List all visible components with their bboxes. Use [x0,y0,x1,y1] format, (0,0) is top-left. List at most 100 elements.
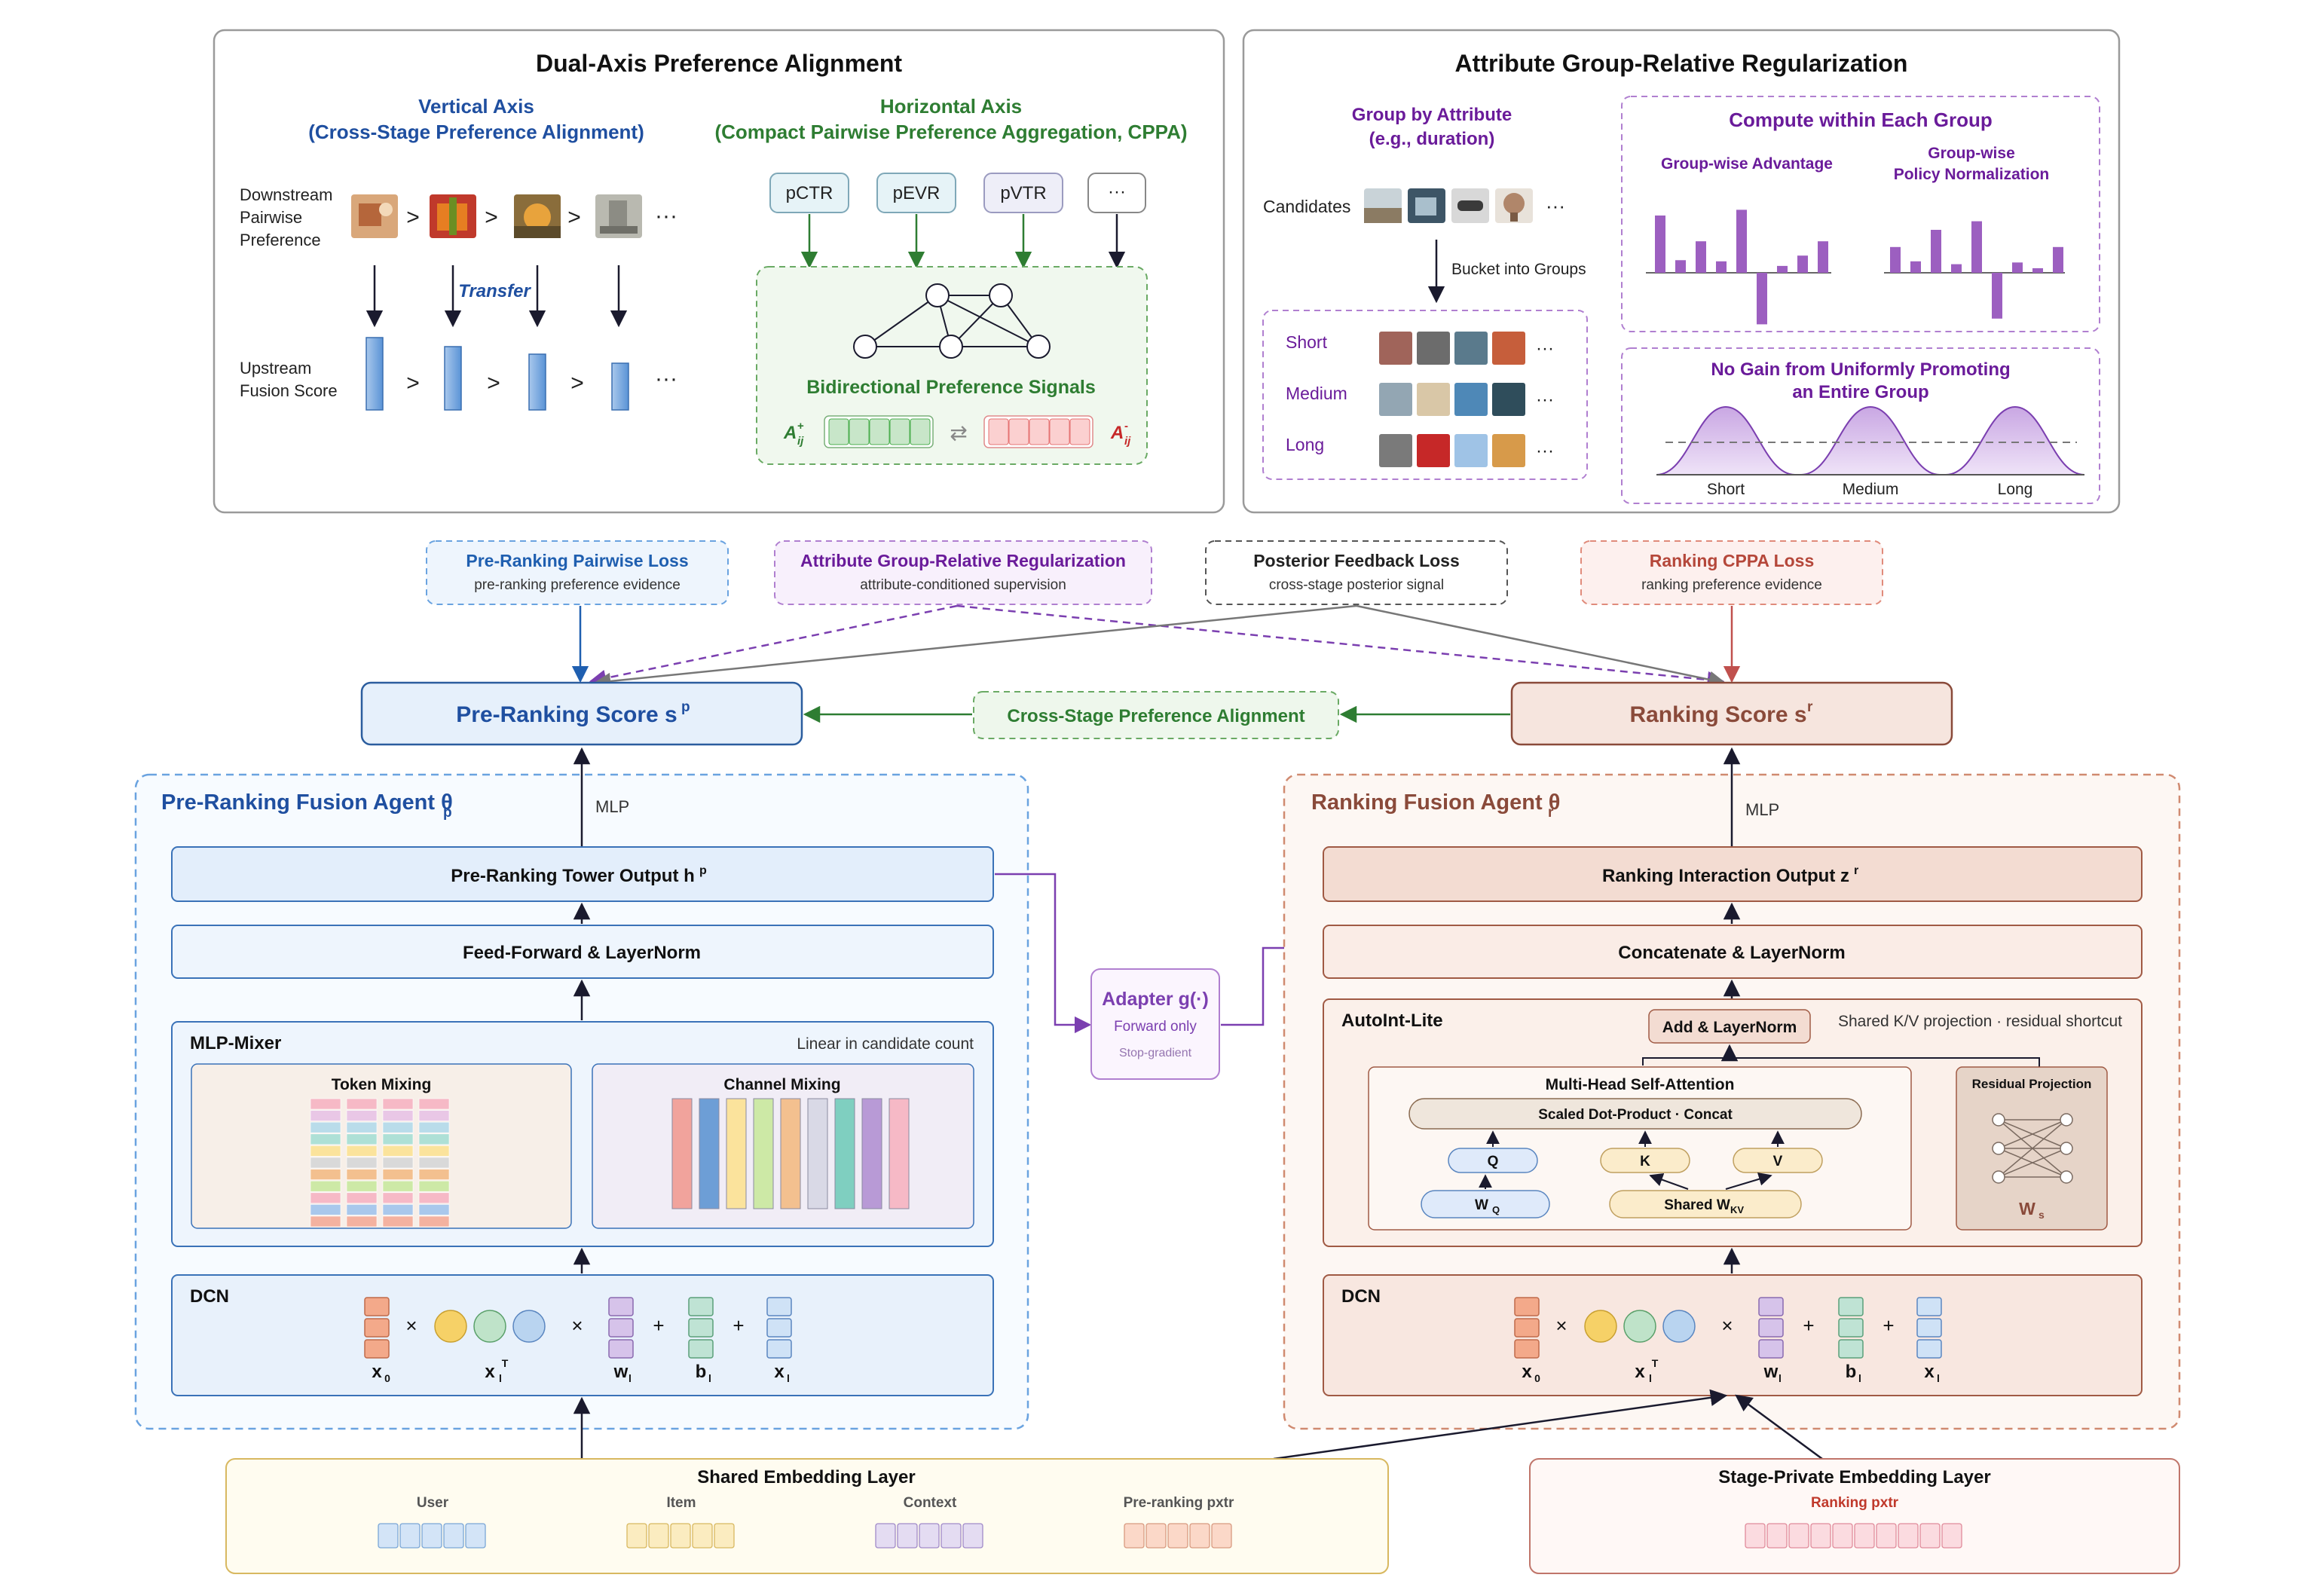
thumbnail-4 [595,194,642,238]
curve-label-medium: Medium [1843,481,1899,498]
svg-text:···: ··· [1108,182,1126,202]
cross-stage-alignment: Cross-Stage Preference Alignment [973,691,1339,739]
token-cell [346,1098,378,1110]
svg-text:Scaled Dot-Product · Concat: Scaled Dot-Product · Concat [1538,1107,1733,1123]
x0-subscript: 0 [384,1372,390,1384]
xl-transpose: T [1652,1357,1659,1369]
svg-text:A: A [1110,423,1124,443]
group-bar [1890,246,1901,273]
token-cell [382,1215,414,1228]
token-cell [346,1192,378,1204]
embedding-cell [941,1523,962,1549]
svg-text:Linear in candidate count: Linear in candidate count [797,1035,974,1053]
ranking-score: Ranking Score s r [1510,681,1953,746]
svg-text:pre-ranking preference evidenc: pre-ranking preference evidence [474,577,681,593]
embedding-cell [875,1523,896,1549]
upstream-label-line1: Upstream [240,359,311,378]
x0-vector [1514,1318,1540,1338]
plus-sign: + [1803,1314,1814,1337]
svg-text:A: A [783,423,797,443]
rank-interaction-output [1323,846,2143,902]
svg-text:V: V [1773,1154,1783,1169]
svg-text:Ranking Interaction Output z: Ranking Interaction Output z [1602,866,1849,886]
ranking-agent: Ranking Fusion Agent θ r MLP Ranking Int… [1283,747,2181,1430]
signal-pvtr: pVTR [983,173,1063,213]
score-bar [366,337,384,411]
svg-text:Add & LayerNorm: Add & LayerNorm [1662,1019,1797,1036]
loss-posterior-feedback: Posterior Feedback Loss cross-stage post… [1205,540,1508,605]
group-bar [1818,241,1828,273]
svg-text:Stage-Private Embedding Layer: Stage-Private Embedding Layer [1718,1467,1990,1487]
group-bar [1951,264,1962,273]
x0-vector [364,1297,390,1316]
embedding-cell [1876,1523,1897,1549]
svg-text:Feed-Forward & LayerNorm: Feed-Forward & LayerNorm [463,943,701,963]
embedding-cell [421,1523,442,1549]
svg-text:DCN: DCN [1341,1286,1381,1307]
token-cell [418,1192,450,1204]
stage-private-embedding-layer: Stage-Private Embedding Layer Ranking px… [1529,1458,2180,1574]
wl-label: w [1763,1362,1779,1382]
embedding-cell [1832,1523,1853,1549]
svg-text:+: + [797,420,804,433]
token-cell [346,1180,378,1192]
svg-text:Channel Mixing: Channel Mixing [723,1076,840,1093]
dual-axis-panel: Dual-Axis Preference Alignment Vertical … [213,29,1225,514]
downstream-label-line3: Preference [240,231,321,249]
channel-column [726,1098,747,1209]
token-cell [418,1215,450,1228]
xl-vector [766,1297,792,1316]
curve-label-short: Short [1707,481,1745,498]
embedding-cell [1788,1523,1809,1549]
svg-text:Stop-gradient: Stop-gradient [1119,1047,1192,1059]
bl-vector [688,1318,714,1338]
embedding-cell [378,1523,399,1549]
embedding-cell [1766,1523,1788,1549]
nogain-title-2: an Entire Group [1792,382,1928,402]
xl-node [512,1310,546,1343]
svg-text:pVTR: pVTR [1000,183,1046,203]
nogain-title-1: No Gain from Uniformly Promoting [1711,359,2010,380]
svg-text:MLP-Mixer: MLP-Mixer [190,1033,281,1053]
token-cell [310,1204,341,1215]
svg-text:r: r [1807,699,1813,715]
xl-node [473,1310,506,1343]
group-bar [1696,241,1706,273]
bl-vector [688,1339,714,1359]
pre-tower-output [171,846,994,902]
group-bar [1992,273,2002,319]
xl-subscript: l [499,1372,502,1384]
signal-more: ··· [1087,173,1146,213]
token-cell [346,1169,378,1180]
signal-pctr: pCTR [769,173,849,213]
group-thumbnails [1379,332,1525,467]
x0-label: x [1522,1362,1532,1382]
svg-text:s: s [2039,1209,2045,1221]
score-bar [444,346,462,411]
group-bar [1910,261,1921,273]
bl-vector [1838,1297,1864,1316]
gt-sign: > [485,205,498,230]
group-bar [1655,216,1665,273]
svg-text:ranking preference evidence: ranking preference evidence [1641,577,1822,593]
ws-label: W [2019,1199,2035,1218]
token-cell [418,1133,450,1145]
a-plus-label: A + ij [783,420,804,448]
channel-column [834,1098,855,1209]
xl-residual-label: x [774,1362,785,1382]
times-sign: × [1721,1314,1733,1337]
group-distribution-curves [1656,405,2085,475]
svg-text:Pre-Ranking Tower Output h: Pre-Ranking Tower Output h [451,866,695,886]
group-bar [2053,246,2063,273]
positive-signal-cells [824,415,934,448]
svg-text:K: K [1640,1154,1650,1169]
group-medium-label: Medium [1286,384,1347,403]
plus-sign: + [733,1314,744,1337]
loss-arrow [593,604,1357,690]
ellipsis: ··· [655,366,677,391]
swap-icon: ⇄ [950,421,967,445]
scaled-dot-product [1408,1098,1862,1130]
svg-text:DCN: DCN [190,1286,229,1307]
bl-label: b [696,1362,707,1382]
